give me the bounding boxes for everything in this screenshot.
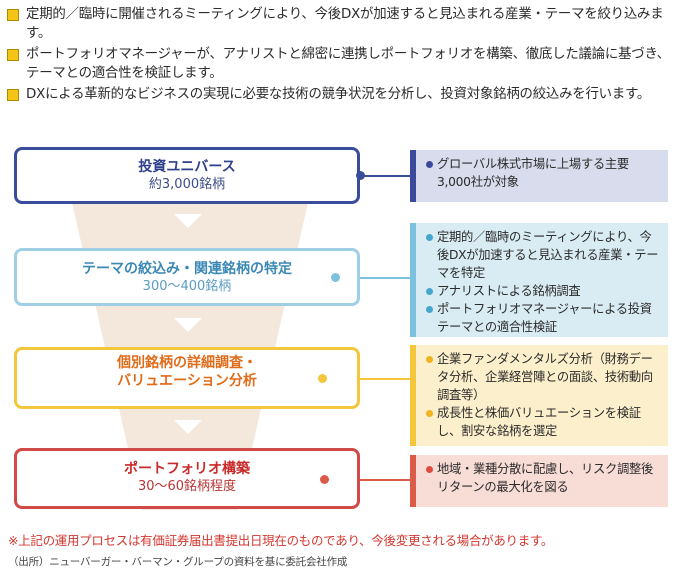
bullet-dot-icon [426, 288, 433, 295]
intro-item: ポートフォリオマネージャーが、アナリストと綿密に連携しポートフォリオを構築、徹底… [4, 46, 676, 83]
detail-panel-research: 企業ファンダメンタルズ分析（財務データ分析、企業経営陣との面談、技術動向調査等）… [410, 345, 668, 446]
bullet-dot-icon [426, 410, 433, 417]
stage-title: ポートフォリオ構築 [124, 461, 250, 477]
connector-dot [356, 171, 365, 180]
detail-item: グローバル株式市場に上場する主要3,000社が対象 [426, 155, 660, 191]
stage-title: テーマの絞込み・関連銘柄の特定 [82, 261, 292, 277]
intro-item: DXによる革新的なビジネスの実現に必要な技術の競争状況を分析し、投資対象銘柄の絞… [4, 86, 676, 105]
bullet-dot-icon [426, 306, 433, 313]
detail-item: 定期的／臨時のミーティングにより、今後DXが加速すると見込まれる産業・テーマを特… [426, 228, 660, 282]
detail-item: アナリストによる銘柄調査 [426, 282, 660, 300]
intro-item: 定期的／臨時に開催されるミーティングにより、今後DXが加速すると見込まれる産業・… [4, 6, 676, 43]
down-arrow-icon [174, 214, 202, 228]
stage-portfolio-construction: ポートフォリオ構築 30〜60銘柄程度 [14, 448, 360, 509]
detail-panel-portfolio: 地域・業種分散に配慮し、リスク調整後リターンの最大化を図る [410, 455, 668, 507]
stage-title: 個別銘柄の詳細調査・ バリュエーション分析 [117, 355, 257, 389]
connector-line [360, 378, 410, 380]
detail-item: 成長性と株価バリュエーションを検証し、割安な銘柄を選定 [426, 404, 660, 440]
bullet-dot-icon [426, 466, 433, 473]
detail-item: 地域・業種分散に配慮し、リスク調整後リターンの最大化を図る [426, 460, 660, 496]
connector-line [360, 479, 410, 481]
connector-dot [318, 374, 327, 383]
detail-item: 企業ファンダメンタルズ分析（財務データ分析、企業経営陣との面談、技術動向調査等） [426, 350, 660, 404]
connector-dot [331, 273, 340, 282]
connector-line [360, 277, 410, 279]
bullet-dot-icon [426, 356, 433, 363]
stage-theme-screening: テーマの絞込み・関連銘柄の特定 300〜400銘柄 [14, 248, 360, 306]
square-bullet-icon [7, 49, 19, 61]
stage-investment-universe: 投資ユニバース 約3,000銘柄 [14, 147, 360, 204]
detail-panel-screening: 定期的／臨時のミーティングにより、今後DXが加速すると見込まれる産業・テーマを特… [410, 223, 668, 337]
square-bullet-icon [7, 89, 19, 101]
disclaimer-note: ※上記の運用プロセスは有価証券届出書提出日現在のものであり、今後変更される場合が… [8, 533, 554, 548]
stage-detailed-research: 個別銘柄の詳細調査・ バリュエーション分析 [14, 347, 360, 409]
intro-list: 定期的／臨時に開催されるミーティングにより、今後DXが加速すると見込まれる産業・… [4, 6, 676, 108]
source-credit: （出所）ニューバーガー・バーマン・グループの資料を基に委託会社作成 [8, 556, 348, 568]
stage-count: 30〜60銘柄程度 [137, 479, 237, 494]
detail-panel-universe: グローバル株式市場に上場する主要3,000社が対象 [410, 150, 668, 202]
connector-line [360, 175, 410, 177]
down-arrow-icon [174, 318, 202, 332]
stage-count: 約3,000銘柄 [148, 177, 226, 192]
connector-dot [320, 475, 329, 484]
bullet-dot-icon [426, 234, 433, 241]
down-arrow-icon [174, 420, 202, 434]
detail-item: ポートフォリオマネージャーによる投資テーマとの適合性検証 [426, 300, 660, 336]
square-bullet-icon [7, 9, 19, 21]
stage-count: 300〜400銘柄 [142, 279, 232, 294]
bullet-dot-icon [426, 161, 433, 168]
stage-title: 投資ユニバース [138, 159, 236, 175]
